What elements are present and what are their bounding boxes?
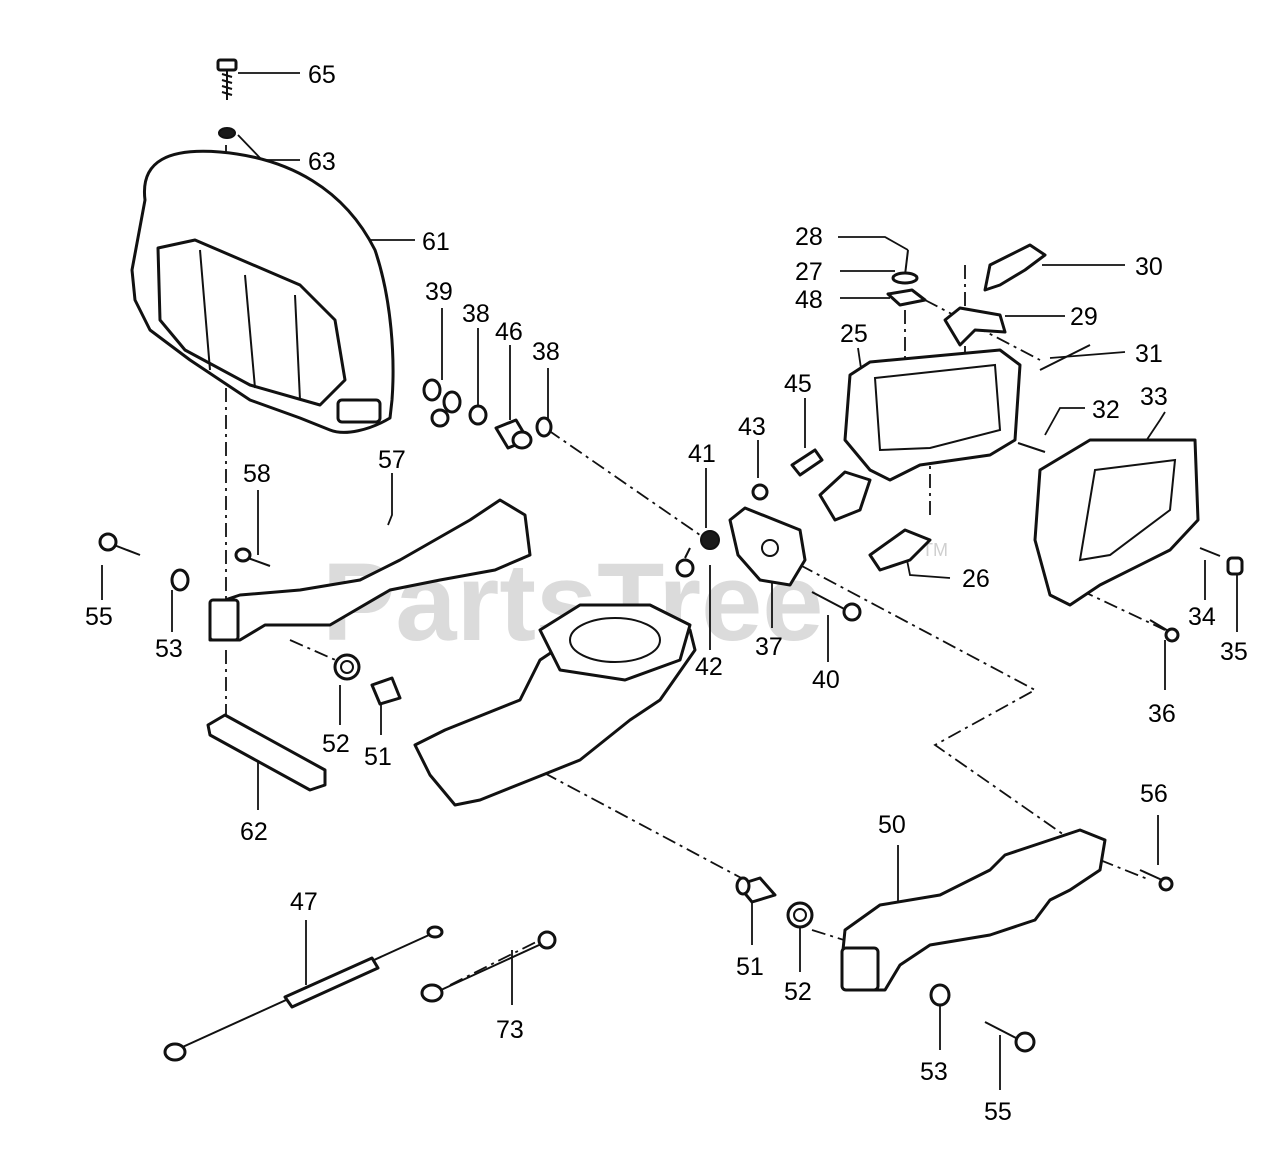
callout-26: 26 [962,565,990,593]
callout-55-a: 55 [85,603,113,631]
part-55-bolt-b [984,1021,1036,1053]
part-39-wing-nut [422,378,462,428]
part-25-rear-handle [818,348,1022,522]
callout-52-b: 52 [784,978,812,1006]
part-48-plate [886,288,927,307]
callout-42: 42 [695,653,723,681]
callout-37: 37 [755,633,783,661]
part-37-cam [728,506,807,587]
callout-39: 39 [425,278,453,306]
callout-32: 32 [1092,396,1120,424]
part-41-nut [700,530,720,550]
callout-28: 28 [795,223,823,251]
part-46-collar [494,418,533,450]
callout-43: 43 [738,413,766,441]
callout-labels: 65 63 61 28 27 48 30 29 31 25 45 32 33 3… [85,61,1248,1126]
callout-25: 25 [840,320,868,348]
part-42-pin [675,547,695,578]
callout-38-b: 38 [532,338,560,366]
callout-33: 33 [1140,383,1168,411]
callout-36: 36 [1148,700,1176,728]
callout-27: 27 [795,258,823,286]
callout-62: 62 [240,818,268,846]
callout-40: 40 [812,666,840,694]
callout-57: 57 [378,446,406,474]
part-40-bolt [811,591,862,622]
callout-30: 30 [1135,253,1163,281]
part-27-washer [891,271,919,285]
part-51-bushing-a [370,676,402,706]
callout-45: 45 [784,370,812,398]
part-26-bracket [868,528,932,572]
part-33-handle-cover [1033,438,1200,607]
callout-53-b: 53 [920,1058,948,1086]
part-51-bushing-b [735,876,777,904]
part-52-spring-b [786,901,814,929]
part-65-screw [216,58,238,100]
callout-73: 73 [496,1016,524,1044]
part-main-housing [413,603,697,807]
part-35-cap [1226,556,1244,576]
callout-51-a: 51 [364,743,392,771]
callout-47: 47 [290,888,318,916]
callout-63: 63 [308,148,336,176]
part-47-cable [163,925,444,1062]
part-52-spring-a [333,653,361,681]
callout-51-b: 51 [736,953,764,981]
callout-31: 31 [1135,340,1163,368]
part-56-screw [1139,869,1174,892]
part-34-screw [1199,547,1221,557]
watermark-trademark: TM [922,540,948,560]
part-38-washer-b [535,416,553,438]
part-43-nut [751,483,769,501]
callout-41: 41 [688,440,716,468]
part-55-bolt-a [98,532,141,556]
callout-52-a: 52 [322,730,350,758]
callout-35: 35 [1220,638,1248,666]
callout-65: 65 [308,61,336,89]
callout-38-a: 38 [462,300,490,328]
part-31-pin [1039,344,1091,371]
part-28-screw [904,249,909,276]
part-62-plate [206,713,327,792]
part-36-screw [1149,619,1180,643]
callout-50: 50 [878,811,906,839]
callout-58: 58 [243,460,271,488]
part-57-arm [208,498,532,642]
part-53-washer-b [929,983,951,1007]
part-63-nut [218,127,236,139]
part-53-washer-a [170,568,190,592]
part-45-bolt [790,448,824,477]
part-58-screw [234,547,271,567]
part-29-lever [943,306,1007,347]
callout-61: 61 [422,228,450,256]
callout-53-a: 53 [155,635,183,663]
part-32-screw [1017,442,1046,453]
part-50-arm [840,828,1107,992]
callout-56: 56 [1140,780,1168,808]
callout-29: 29 [1070,303,1098,331]
callout-55-b: 55 [984,1098,1012,1126]
part-73-rod [420,930,557,1003]
callout-48: 48 [795,286,823,314]
part-38-washer-a [468,404,488,426]
part-61-front-handle [130,149,395,434]
callout-34: 34 [1188,603,1216,631]
callout-46: 46 [495,318,523,346]
part-30-clip [983,243,1047,292]
